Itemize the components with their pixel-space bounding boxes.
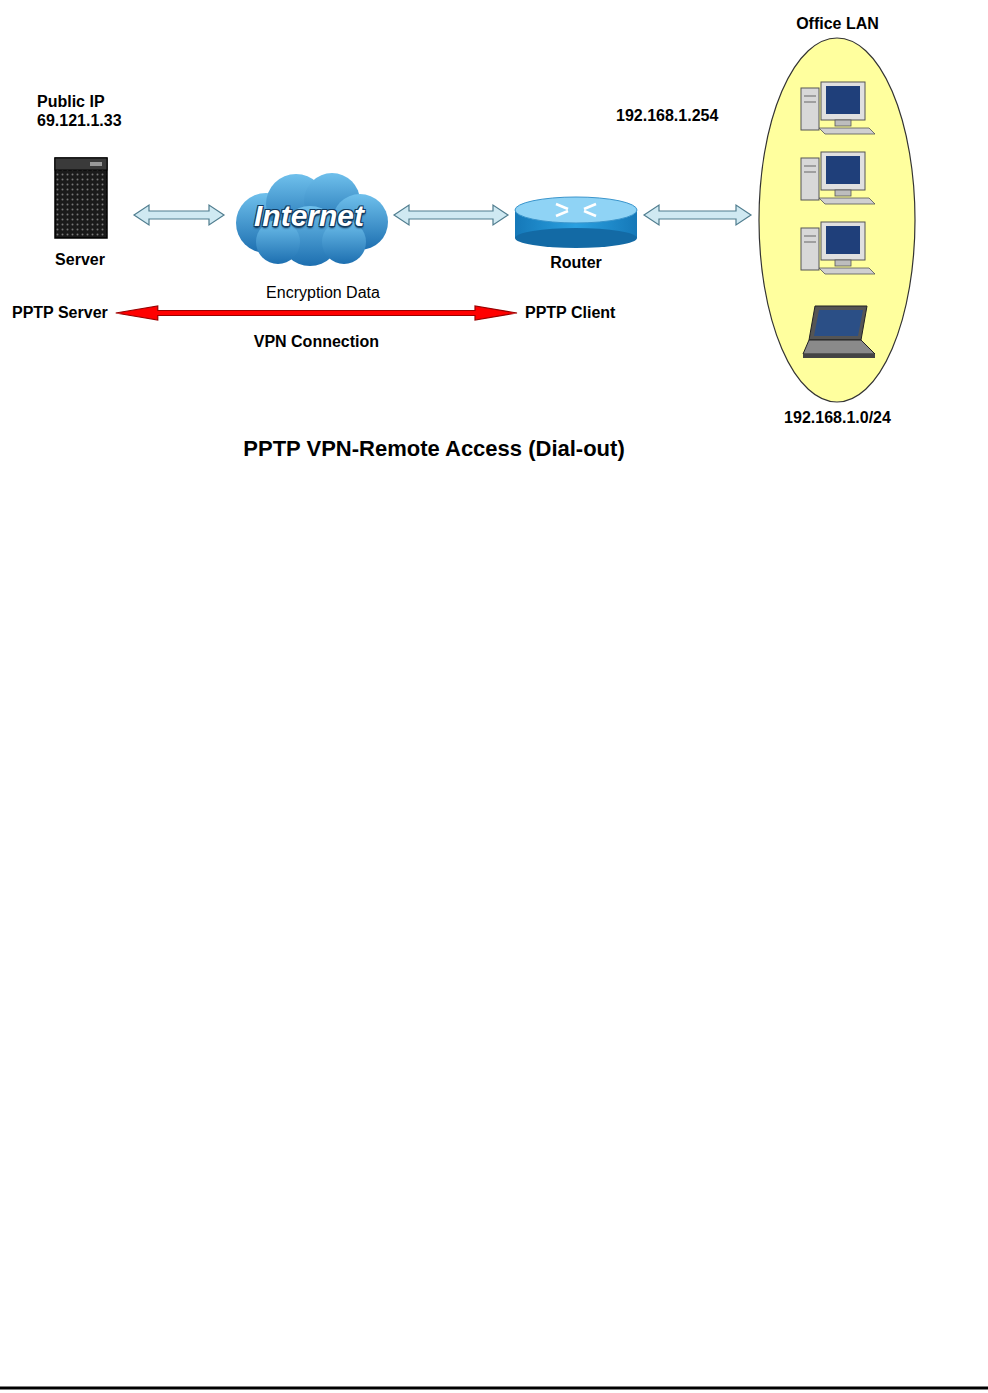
page-rule: [0, 1387, 988, 1390]
cloud-label: Internet: [228, 198, 390, 234]
server-bezel: [55, 158, 107, 170]
device-label: Router: [512, 253, 640, 272]
lan-ellipse: [759, 38, 915, 402]
laptop-computer: [803, 306, 875, 358]
server-node: Public IP 69.121.1.33Server: [30, 92, 130, 277]
link-arrow: [394, 205, 508, 225]
lan-outline: [755, 10, 920, 430]
server-drive: [90, 162, 102, 166]
link-arrow: [134, 205, 224, 225]
desktop-computer: [801, 82, 875, 134]
link-arrow: [644, 205, 751, 225]
connection-label: VPN Connection: [252, 332, 381, 351]
server-tower: [55, 158, 107, 238]
ip-heading: Public IP 69.121.1.33: [37, 92, 137, 130]
pptp-client-label: PPTP Client: [523, 302, 617, 323]
endpoint-label: PPTP Client: [523, 302, 617, 323]
subnet-label: 192.168.1.0/24: [755, 408, 920, 427]
router-node: Router: [512, 190, 640, 278]
diagram-title: PPTP VPN-Remote Access (Dial-out): [0, 436, 868, 462]
pptp-server-label: PPTP Server: [10, 302, 110, 323]
router-icon: [515, 197, 637, 248]
internet-cloud: Internet: [228, 168, 390, 268]
office-lan-region: Office LAN 192.168.1.0/24: [755, 10, 920, 430]
tunnel-note: Encryption Data: [264, 283, 382, 302]
gateway-ip: 192.168.1.254: [614, 106, 720, 125]
vpn-tunnel-arrow: [116, 306, 517, 320]
region-heading: Office LAN: [755, 14, 920, 33]
desktop-computer: [801, 152, 875, 204]
device-label: Server: [30, 250, 130, 269]
endpoint-label: PPTP Server: [10, 302, 110, 323]
desktop-computer: [801, 222, 875, 274]
